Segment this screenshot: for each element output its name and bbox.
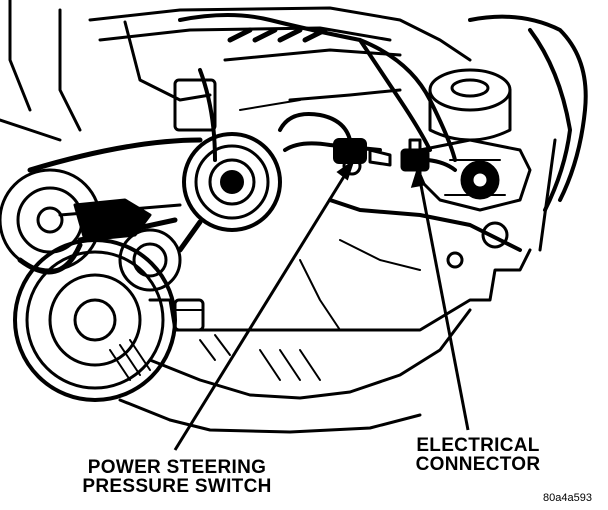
leader-line-switch — [173, 159, 355, 451]
bracket — [73, 198, 205, 332]
pressure-line — [278, 112, 392, 176]
figure-id: 80a4a593 — [543, 492, 592, 504]
crankshaft-pulley — [13, 238, 177, 402]
power-steering-pump — [418, 138, 532, 269]
leader-line-connector — [410, 165, 470, 431]
psps-label-line2: PRESSURE SWITCH — [82, 476, 272, 498]
engine-block — [118, 198, 532, 434]
idler-pulley — [118, 228, 182, 292]
wiring-harness — [178, 13, 588, 252]
power-steering-pulley — [182, 132, 282, 232]
psps-label-line1: POWER STEERING — [87, 457, 267, 478]
power-steering-pressure-switch-label: POWER STEERING PRESSURE SWITCH — [52, 458, 302, 497]
elec-label-line2: CONNECTOR — [415, 454, 541, 476]
electrical-connector-label: ELECTRICAL CONNECTOR — [398, 436, 558, 475]
shading — [109, 334, 321, 381]
connector-body — [400, 138, 457, 172]
elec-label-line1: ELECTRICAL — [416, 435, 540, 456]
intake-manifold — [0, 0, 472, 142]
